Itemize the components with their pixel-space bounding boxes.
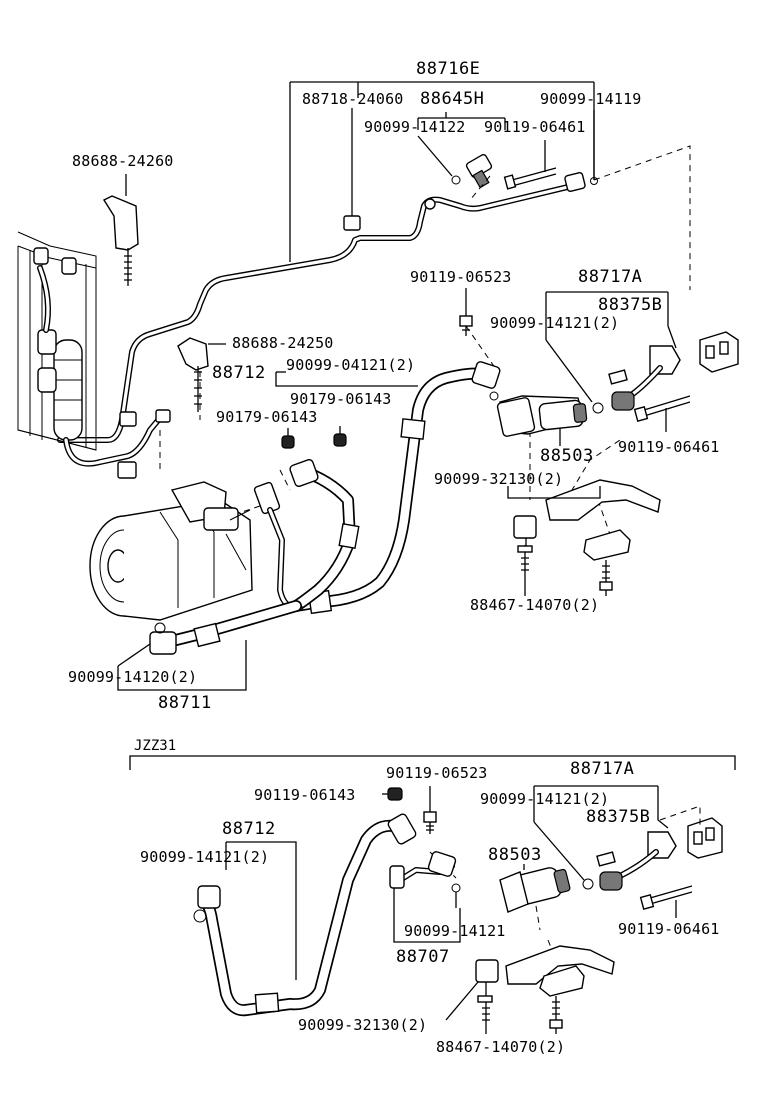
label-88716E: 88716E: [416, 59, 480, 79]
label-90099-04121-2: 90099-04121(2): [286, 356, 415, 374]
label-90099-14121-bot: 90099-14121: [404, 922, 506, 940]
part-labels: 88716E 88718-24060 88645H 90099-14119 90…: [68, 59, 720, 1056]
label-88503-bot: 88503: [488, 845, 542, 865]
label-88718-24060: 88718-24060: [302, 90, 404, 108]
label-88707: 88707: [396, 947, 450, 967]
label-88712-bot: 88712: [222, 819, 276, 839]
label-90119-06143: 90119-06143: [254, 786, 356, 804]
label-88717A-bot: 88717A: [570, 759, 634, 779]
label-90099-14120-2: 90099-14120(2): [68, 668, 197, 686]
label-88467-14070-2-bot: 88467-14070(2): [436, 1038, 565, 1056]
label-90099-14121-2-left: 90099-14121(2): [140, 848, 269, 866]
label-88712-top: 88712: [212, 363, 266, 383]
top-section-drawing: [17, 81, 739, 691]
label-88711: 88711: [158, 693, 212, 713]
label-section-jzz31: JZZ31: [134, 738, 176, 754]
label-88467-14070-2-top: 88467-14070(2): [470, 596, 599, 614]
label-90099-32130-2-top: 90099-32130(2): [434, 470, 563, 488]
label-90099-14119: 90099-14119: [540, 90, 642, 108]
compressor: [89, 481, 253, 621]
label-88717A-top: 88717A: [578, 267, 642, 287]
label-90099-14121-2-bot: 90099-14121(2): [480, 790, 609, 808]
label-90119-06523-bot: 90119-06523: [386, 764, 488, 782]
label-88375B-top: 88375B: [598, 295, 662, 315]
label-90119-06461-bot: 90119-06461: [618, 920, 720, 938]
label-90119-06523-top: 90119-06523: [410, 268, 512, 286]
label-90119-06461-mid: 90119-06461: [618, 438, 720, 456]
label-90099-32130-2-bot: 90099-32130(2): [298, 1016, 427, 1034]
label-90179-06143-a: 90179-06143: [290, 390, 392, 408]
label-90099-14121-2-top: 90099-14121(2): [490, 314, 619, 332]
bottom-section-drawing: [129, 755, 736, 1034]
label-90119-06461-top: 90119-06461: [484, 118, 586, 136]
label-88645H: 88645H: [420, 89, 484, 109]
label-88375B-bot: 88375B: [586, 807, 650, 827]
label-88688-24260: 88688-24260: [72, 152, 174, 170]
label-90099-14122: 90099-14122: [364, 118, 466, 136]
label-88688-24250: 88688-24250: [232, 334, 334, 352]
label-88503-top: 88503: [540, 446, 594, 466]
label-90179-06143-b: 90179-06143: [216, 408, 318, 426]
